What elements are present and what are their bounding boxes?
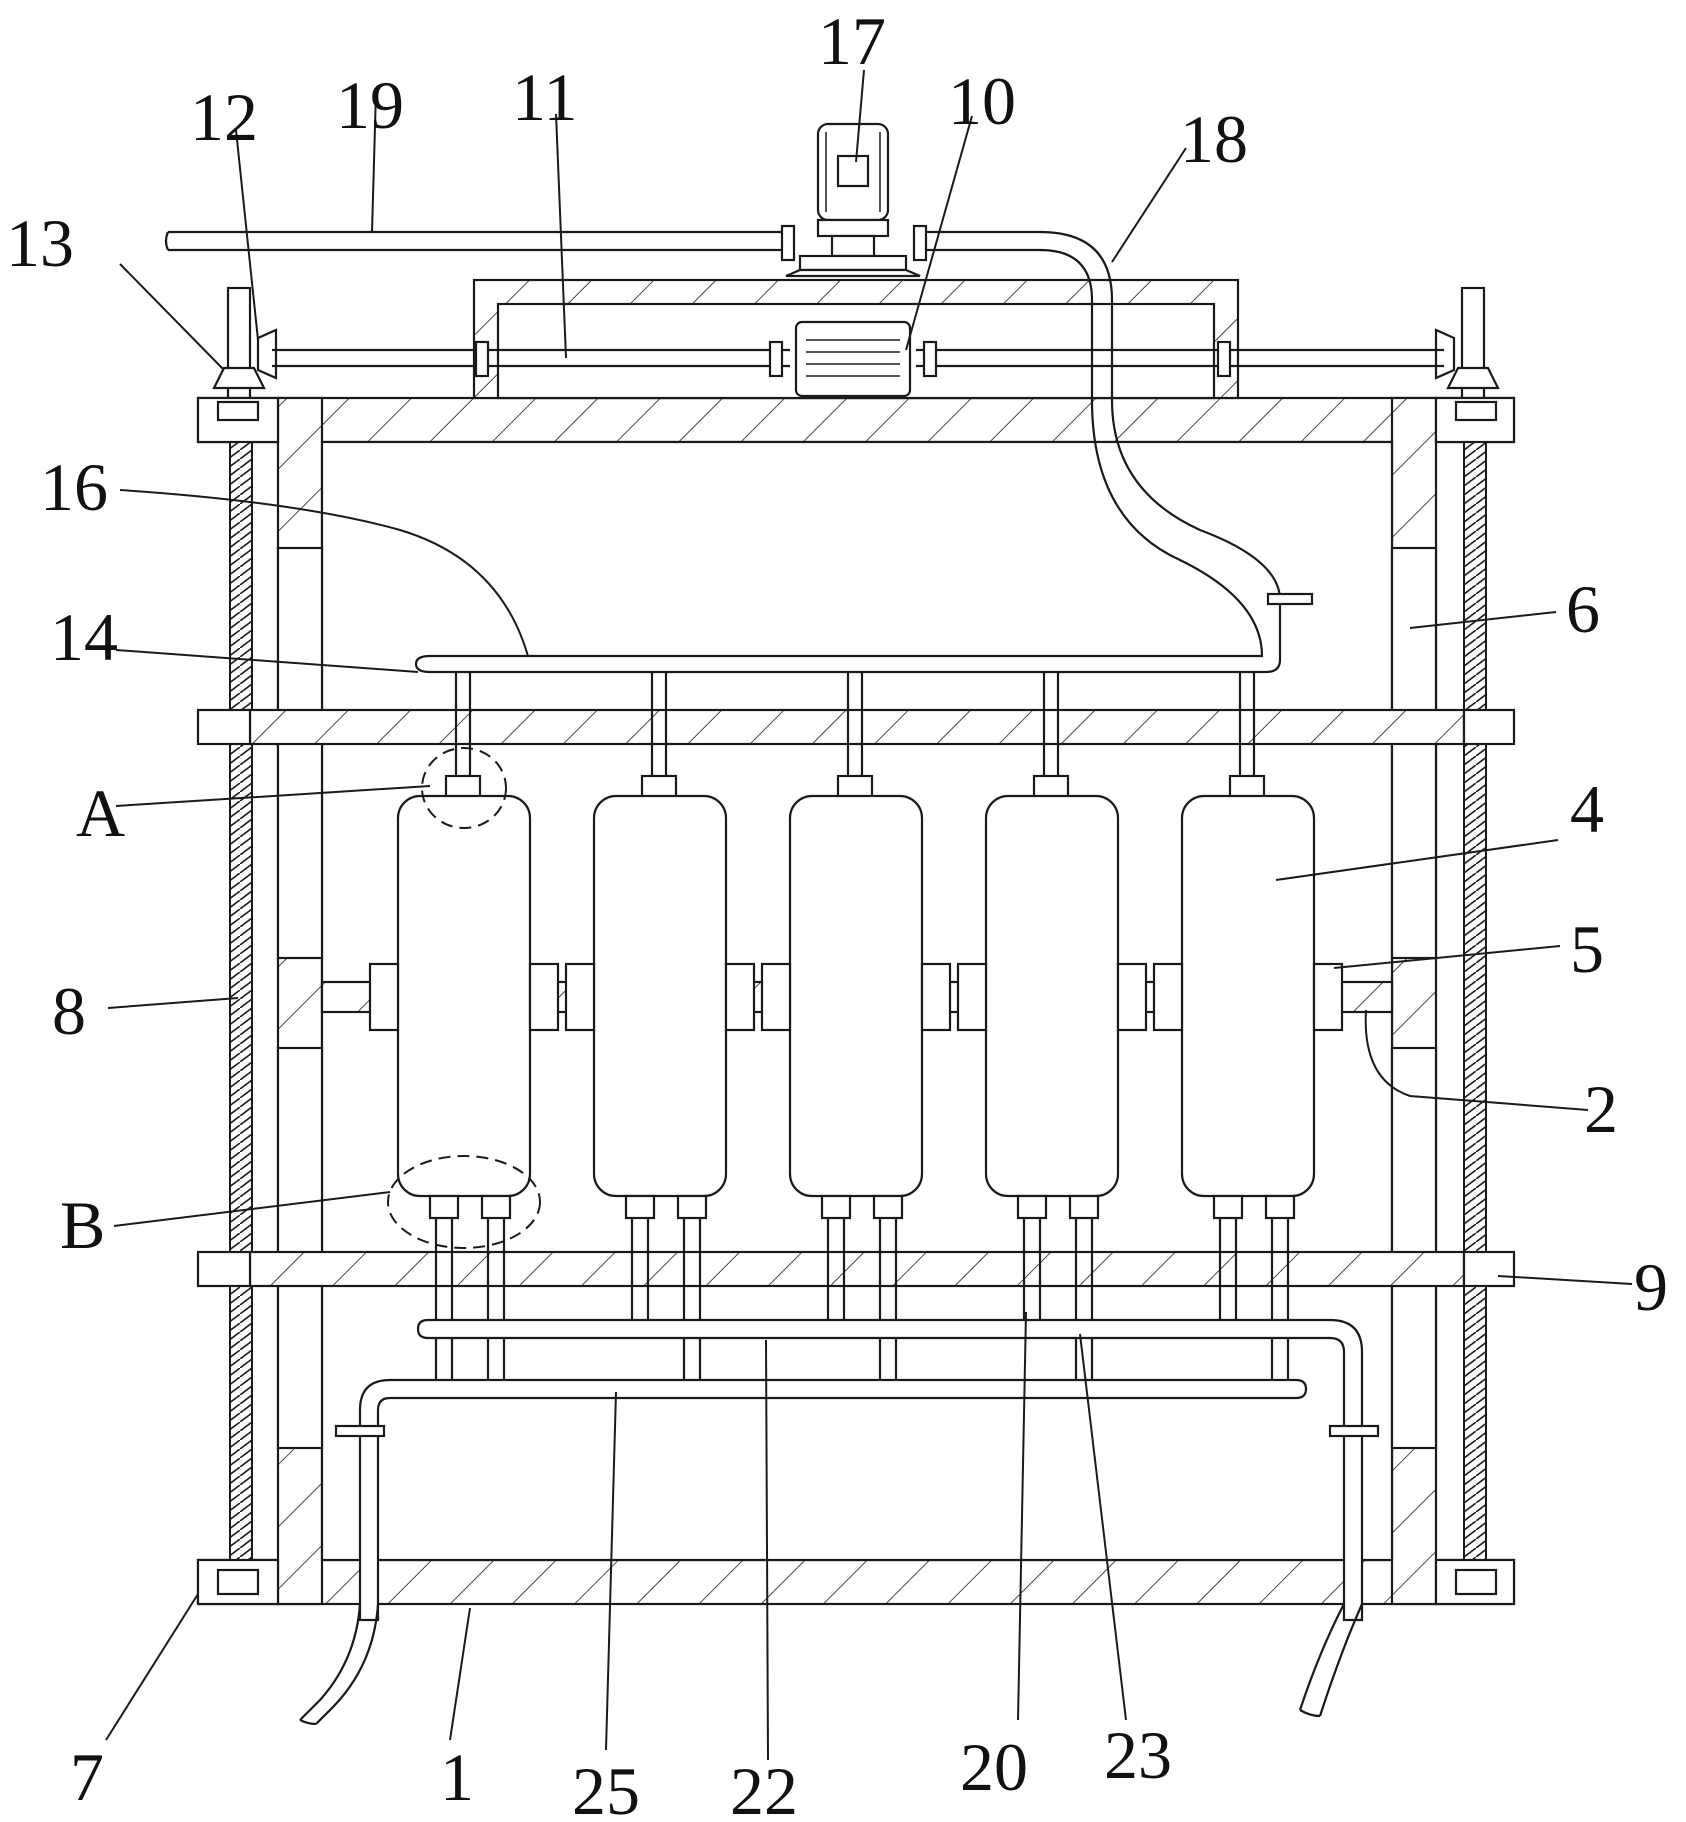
- drain-hoses: [299, 1603, 1364, 1726]
- filter-unit-1: [368, 672, 560, 1380]
- detail-circle-b: [387, 1155, 541, 1249]
- label-7: 7: [70, 1739, 104, 1815]
- label-13: 13: [6, 205, 74, 281]
- label-25: 25: [572, 1753, 640, 1822]
- housing-top-wall: [196, 396, 1516, 444]
- drive-motor: [794, 320, 912, 398]
- left-guide-slot: [276, 546, 324, 960]
- label-a: A: [76, 775, 125, 851]
- bevel-gears: [212, 328, 1500, 390]
- label-4: 4: [1570, 771, 1604, 847]
- label-12: 12: [190, 79, 258, 155]
- drive-shaft: [272, 340, 1444, 378]
- label-16: 16: [40, 449, 108, 525]
- label-11: 11: [512, 59, 577, 135]
- label-23: 23: [1104, 1717, 1172, 1793]
- label-b: B: [60, 1187, 105, 1263]
- label-14: 14: [50, 599, 118, 675]
- label-1: 1: [440, 1739, 474, 1815]
- filter-unit-4: [956, 672, 1148, 1380]
- lower-plate: [196, 1250, 1516, 1288]
- outlet-pipe: [414, 230, 1314, 674]
- lower-manifold-25: [334, 1378, 1308, 1622]
- right-guide-slot-lower: [1390, 1046, 1438, 1450]
- housing-bottom-wall: [196, 1558, 1516, 1606]
- filter-unit-2: [564, 672, 756, 1380]
- filter-units: [368, 672, 1344, 1380]
- labels: 1 2 4 5 6 7 8 9 10 11 12 13 14 16 17 18 …: [6, 3, 1668, 1822]
- label-10: 10: [948, 63, 1016, 139]
- detail-circle-a: [421, 747, 507, 829]
- right-guide-slot: [1390, 546, 1438, 960]
- left-guide-slot-lower: [276, 1046, 324, 1450]
- leader-lines: [105, 69, 1633, 1761]
- label-6: 6: [1566, 571, 1600, 647]
- label-18: 18: [1180, 101, 1248, 177]
- label-17: 17: [818, 3, 886, 79]
- pump: [780, 122, 928, 278]
- label-5: 5: [1570, 911, 1604, 987]
- label-8: 8: [52, 973, 86, 1049]
- label-9: 9: [1634, 1249, 1668, 1325]
- label-2: 2: [1584, 1071, 1618, 1147]
- filter-unit-3: [760, 672, 952, 1380]
- filter-unit-5: [1152, 672, 1344, 1380]
- upper-plate: [196, 708, 1516, 746]
- label-19: 19: [336, 67, 404, 143]
- inlet-pipe: [164, 230, 782, 252]
- label-20: 20: [960, 1729, 1028, 1805]
- label-22: 22: [730, 1753, 798, 1822]
- lower-manifold-22: [416, 1318, 1380, 1622]
